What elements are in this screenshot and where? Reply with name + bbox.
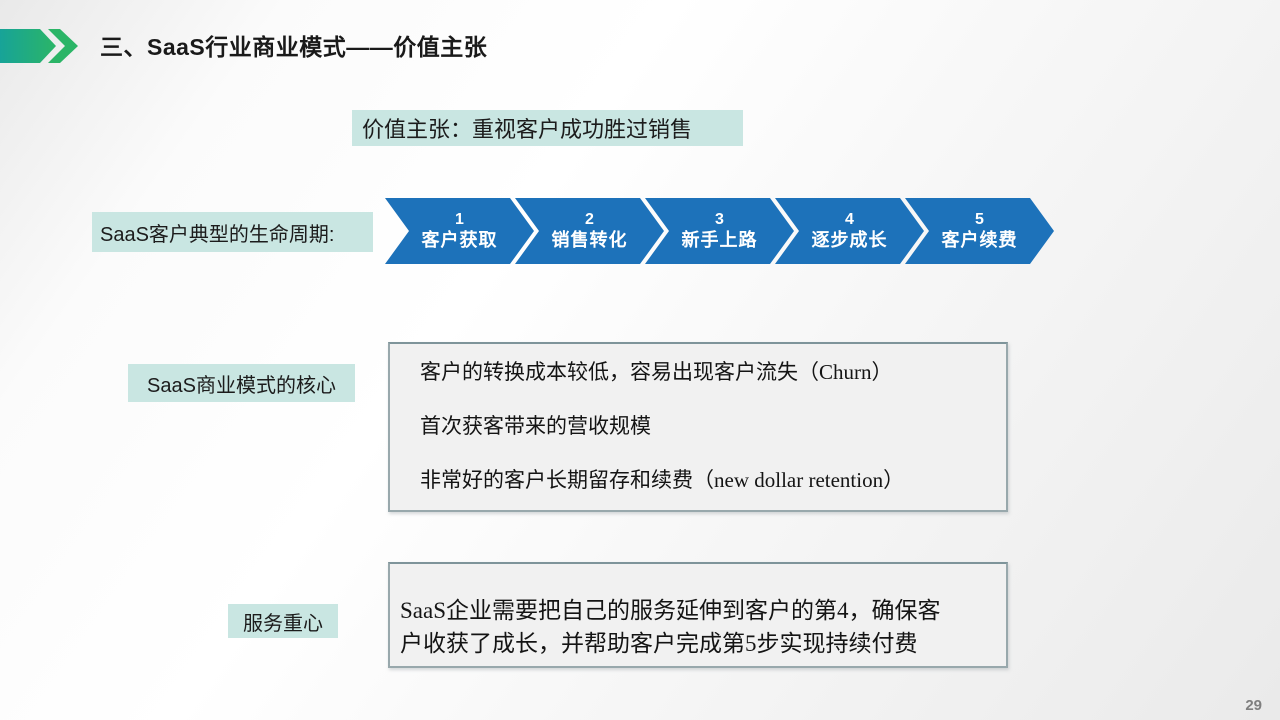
step-number: 1 (455, 211, 464, 229)
lifecycle-step-3: 3 新手上路 (645, 198, 794, 264)
service-focus-label: 服务重心 (228, 604, 338, 638)
lifecycle-step-4: 4 逐步成长 (775, 198, 924, 264)
page-number: 29 (1245, 697, 1262, 714)
lifecycle-chevron-row: 1 客户获取 2 销售转化 3 新手上路 4 逐步成长 5 客户续费 (385, 198, 1054, 264)
lifecycle-step-1: 1 客户获取 (385, 198, 534, 264)
page-title: 三、SaaS行业商业模式——价值主张 (100, 34, 488, 60)
step-number: 2 (585, 211, 594, 229)
step-label: 逐步成长 (811, 229, 888, 250)
core-label: SaaS商业模式的核心 (128, 364, 355, 402)
core-points-box: 客户的转换成本较低，容易出现客户流失（Churn） 首次获客带来的营收规模 非常… (388, 342, 1008, 512)
value-proposition-banner: 价值主张：重视客户成功胜过销售 (352, 110, 743, 146)
lifecycle-label: SaaS客户典型的生命周期: (92, 212, 373, 252)
core-point: 客户的转换成本较低，容易出现客户流失（Churn） (420, 360, 893, 384)
step-number: 3 (715, 211, 724, 229)
green-arrow-logo-icon (0, 29, 78, 63)
core-point: 非常好的客户长期留存和续费（new dollar retention） (420, 468, 905, 492)
step-label: 新手上路 (681, 229, 758, 250)
step-number: 4 (845, 211, 854, 229)
step-label: 客户获取 (421, 229, 498, 250)
step-label: 客户续费 (941, 229, 1018, 250)
step-number: 5 (975, 211, 984, 229)
core-point: 首次获客带来的营收规模 (420, 414, 651, 438)
service-focus-box: SaaS企业需要把自己的服务延伸到客户的第4，确保客户收获了成长，并帮助客户完成… (388, 562, 1008, 668)
lifecycle-step-2: 2 销售转化 (515, 198, 664, 264)
lifecycle-step-5: 5 客户续费 (905, 198, 1054, 264)
step-label: 销售转化 (551, 229, 628, 250)
